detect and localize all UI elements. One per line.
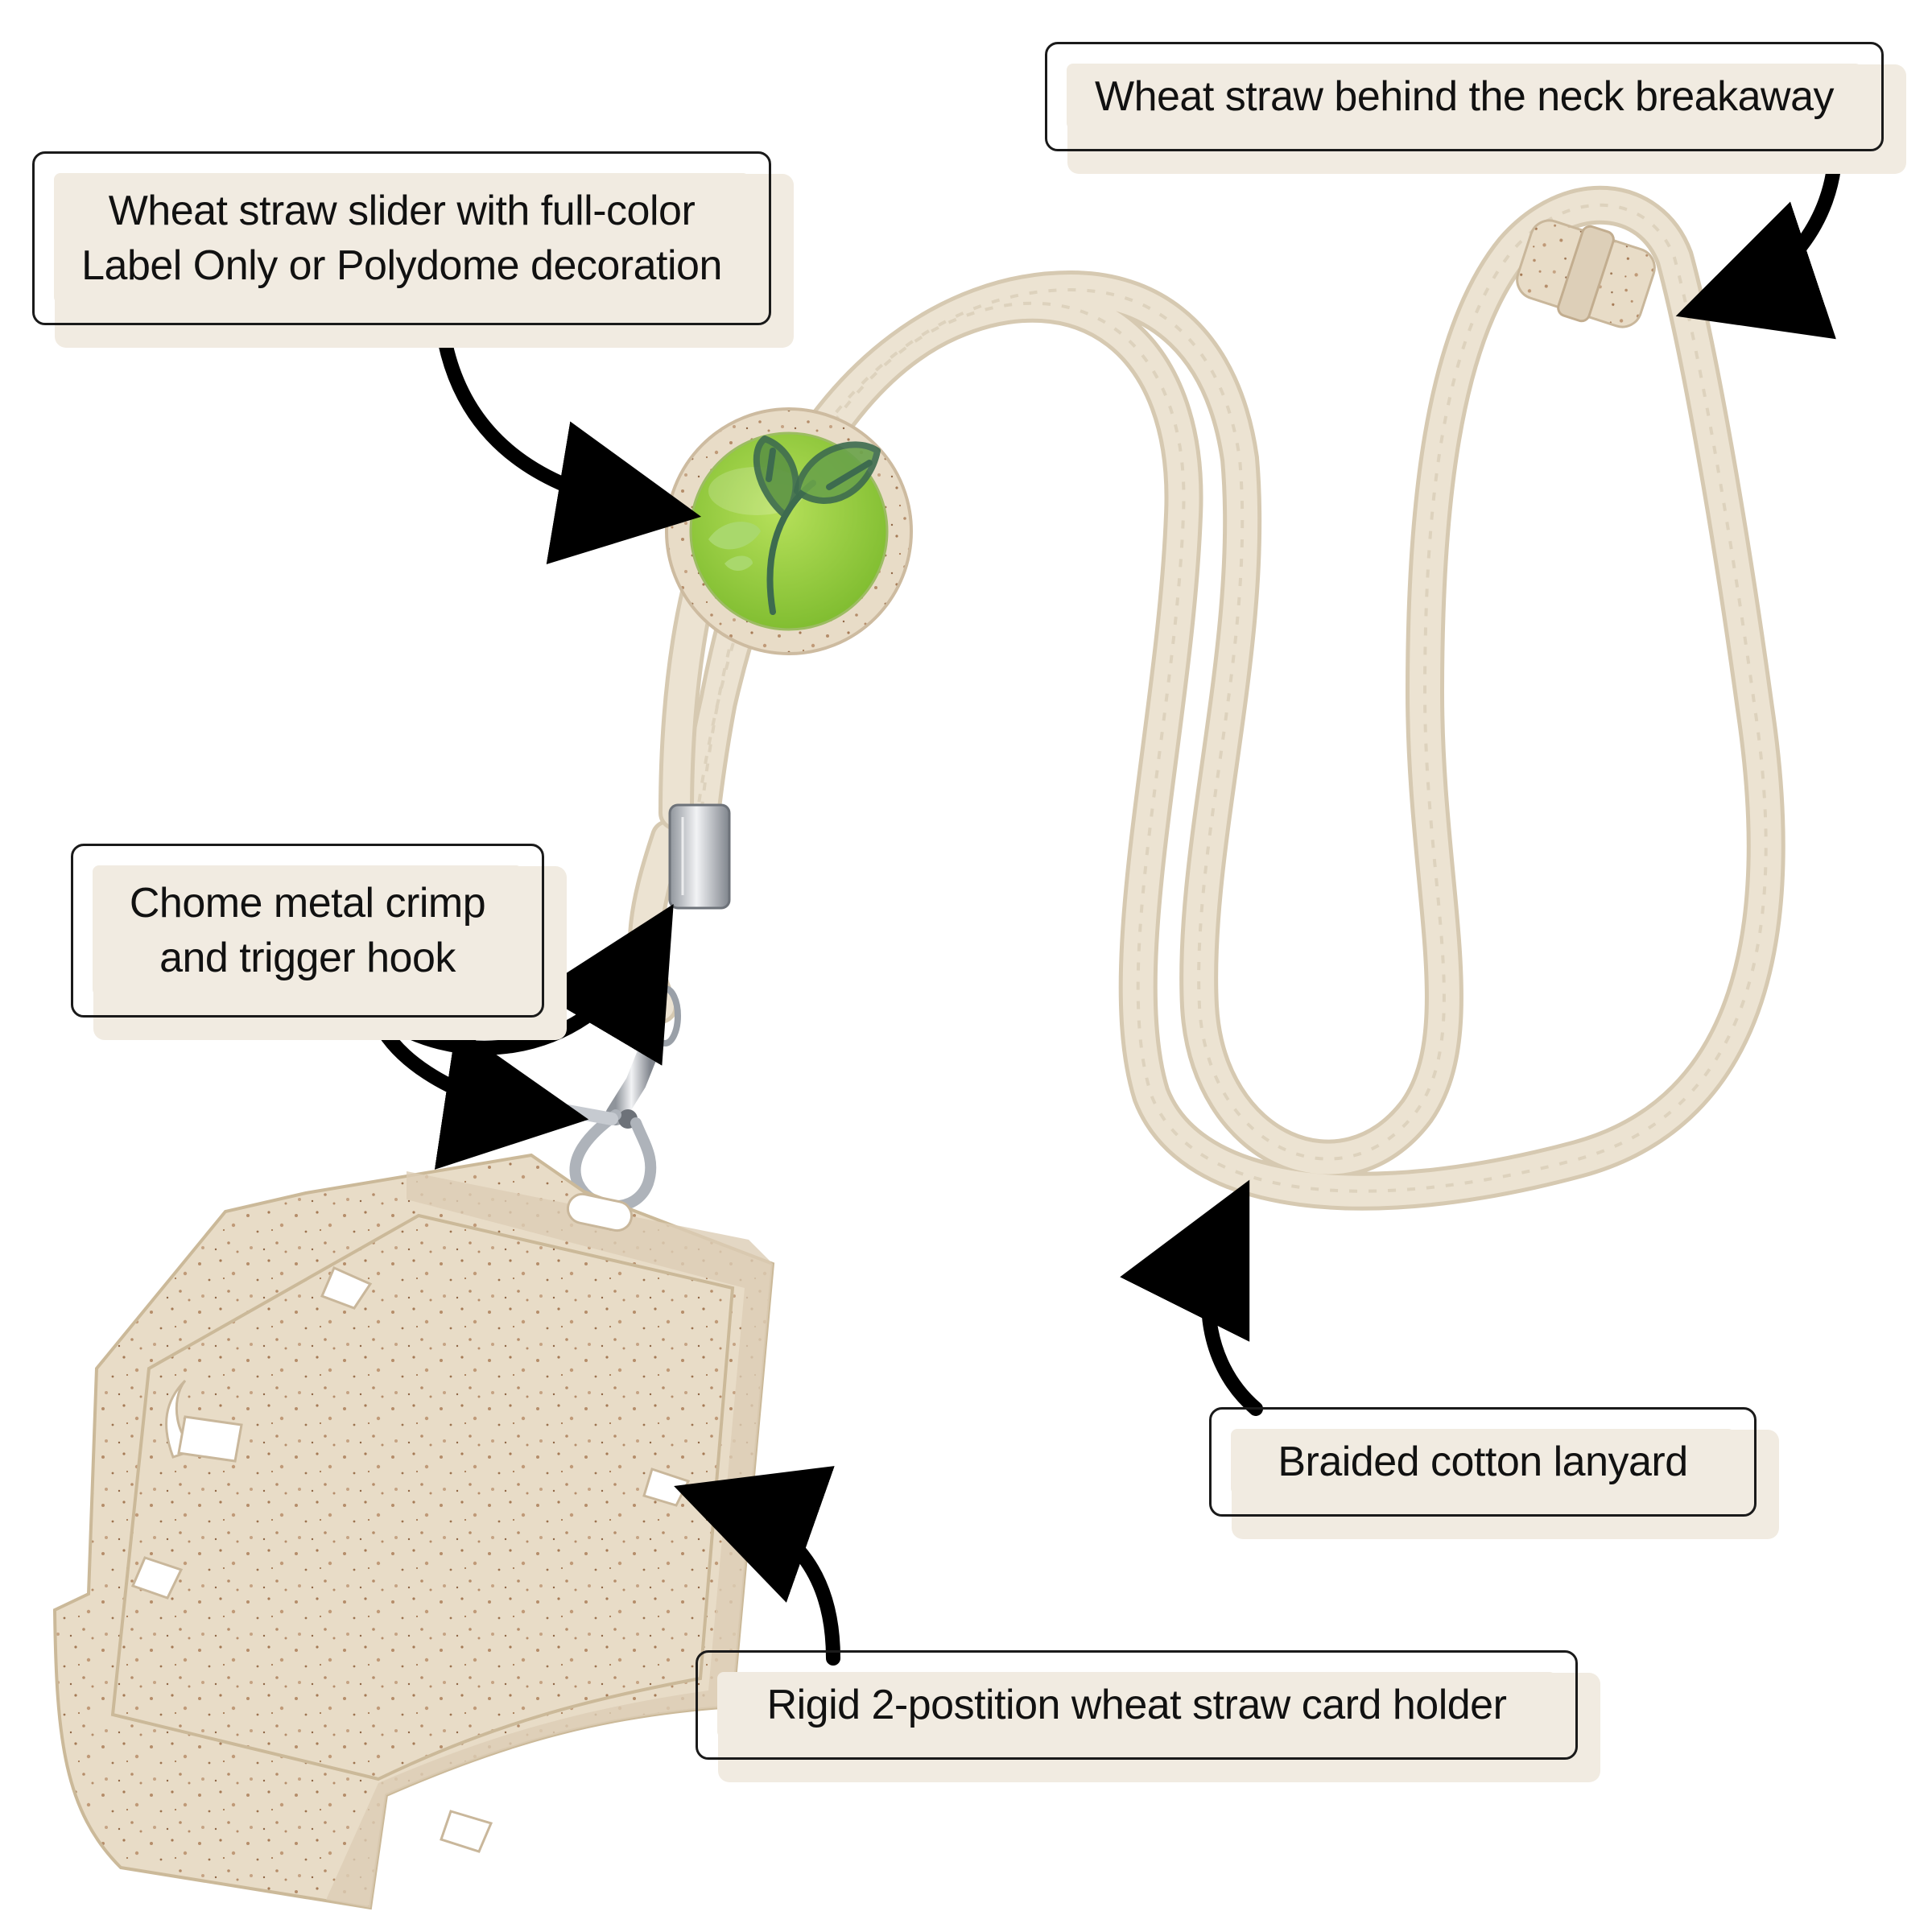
arrow-holder <box>674 1466 840 1666</box>
callout-crimp: Chome metal crimp and trigger hook <box>71 844 567 1040</box>
chrome-crimp <box>668 803 731 910</box>
leaf-icon <box>753 436 881 615</box>
arrow-breakaway <box>1675 138 1843 340</box>
callout-fill <box>717 1672 1556 1738</box>
callout-holder: Rigid 2-postition wheat straw card holde… <box>696 1650 1600 1782</box>
callout-slider-label: Wheat straw slider with full-color Label… <box>81 184 722 293</box>
small-leaf-icon <box>708 522 761 571</box>
callout-crimp-line-2: and trigger hook <box>159 935 456 981</box>
callout-box: Rigid 2-postition wheat straw card holde… <box>696 1650 1578 1760</box>
callout-fill <box>1067 64 1862 130</box>
braided-cord <box>627 185 1785 1211</box>
callout-box: Wheat straw slider with full-color Label… <box>32 151 771 325</box>
callout-fill <box>1231 1429 1735 1495</box>
card-holder <box>52 1153 775 1910</box>
callout-crimp-label: Chome metal crimp and trigger hook <box>129 876 486 985</box>
callout-fill <box>54 173 749 303</box>
callout-lanyard-label: Braided cotton lanyard <box>1278 1435 1688 1489</box>
callout-breakaway-label: Wheat straw behind the neck breakaway <box>1094 69 1835 124</box>
callout-breakaway: Wheat straw behind the neck breakaway <box>1045 42 1906 174</box>
callout-box: Braided cotton lanyard <box>1209 1407 1757 1517</box>
callout-slider-line-2: Label Only or Polydome decoration <box>81 242 722 289</box>
callout-lanyard-text: Braided cotton lanyard <box>1278 1439 1688 1485</box>
callout-box: Chome metal crimp and trigger hook <box>71 844 544 1018</box>
callout-slider-line-1: Wheat straw slider with full-color <box>108 188 696 234</box>
callout-slider: Wheat straw slider with full-color Label… <box>32 151 794 348</box>
breakaway-clasp <box>1516 219 1656 328</box>
callout-crimp-line-1: Chome metal crimp <box>129 880 486 927</box>
callout-lanyard: Braided cotton lanyard <box>1209 1407 1779 1539</box>
callout-box: Wheat straw behind the neck breakaway <box>1045 42 1884 151</box>
callout-holder-label: Rigid 2-postition wheat straw card holde… <box>767 1678 1507 1732</box>
arrow-lanyard <box>1120 1179 1263 1416</box>
callout-fill <box>93 865 522 996</box>
callout-holder-text: Rigid 2-postition wheat straw card holde… <box>766 1682 1507 1728</box>
arrow-slider <box>434 311 702 564</box>
wheat-straw-slider <box>665 407 913 655</box>
callout-breakaway-text: Wheat straw behind the neck breakaway <box>1094 73 1835 120</box>
